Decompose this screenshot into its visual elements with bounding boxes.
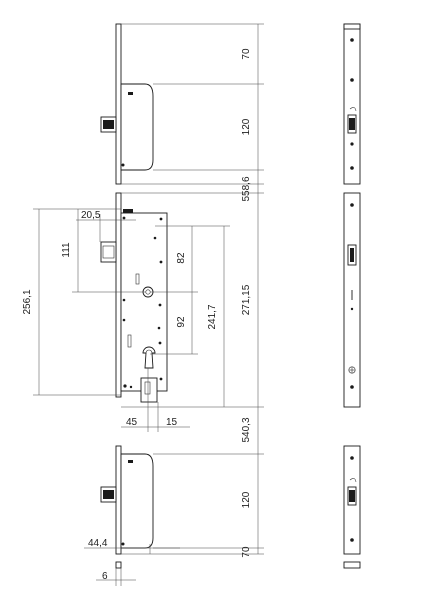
rivet-12 [159, 377, 163, 381]
rivet-7 [122, 318, 126, 322]
dim-faceplate-thickness: 6 [102, 571, 108, 582]
faceplate-strip-bottom [115, 445, 122, 555]
dim-bottom-gap: 120 [241, 491, 252, 508]
rivet-5 [122, 298, 126, 302]
faceplate-end-cap [115, 561, 122, 569]
dim-bottom-section: 70 [241, 546, 252, 558]
front-plate-top [343, 23, 361, 185]
dim-cyl-offset: 15 [166, 417, 178, 428]
dim-handle-zone: 111 [61, 242, 72, 258]
lower-lock-hook-inner [103, 490, 114, 499]
latch-bolt-inner [102, 245, 115, 259]
dim-main-total: 271,15 [241, 284, 252, 315]
upper-lock-dot [121, 163, 125, 167]
upper-lock-body [120, 83, 154, 171]
dim-backset: 45 [126, 417, 138, 428]
dim-top-section: 70 [241, 48, 252, 60]
rivet-6 [158, 303, 162, 307]
dim-main-height: 256,1 [22, 289, 33, 314]
cylinder-cutout-inner [145, 349, 153, 354]
main-top-mark [123, 209, 133, 213]
spring-slot-upper [135, 273, 140, 285]
main-lock-body [120, 212, 168, 392]
rivet-10 [123, 384, 127, 388]
dim-latch-offset: 20,5 [81, 210, 101, 221]
dim-main-to-lower-lock: 540,3 [241, 417, 252, 442]
latch-bolt [100, 241, 117, 263]
dim-follower-to-cyl: 92 [176, 316, 187, 328]
rivet-3 [153, 236, 157, 240]
front-end-cap [343, 561, 361, 569]
spring-slot-lower [127, 334, 132, 348]
rivet-1 [122, 216, 126, 220]
upper-lock-slot [128, 92, 133, 95]
cylinder-slot [144, 381, 151, 395]
front-view [343, 23, 361, 569]
dim-main-lower: 241,7 [207, 304, 218, 329]
rivet-4 [159, 260, 163, 264]
dim-top-gap: 120 [241, 118, 252, 135]
main-lock-tail [140, 377, 158, 403]
dim-main-upper: 82 [176, 252, 187, 264]
dim-upper-lock-to-main: 558,6 [241, 176, 252, 201]
rivet-11 [129, 385, 133, 389]
front-plate-top-cap [343, 23, 361, 30]
rivet-8 [157, 326, 161, 330]
lower-lock-slot [128, 460, 133, 463]
dimension-labels: 70 120 558,6 271,15 241,7 82 92 256,1 11… [22, 48, 252, 582]
upper-lock-hook-inner [103, 120, 114, 129]
rivet-9 [158, 341, 162, 345]
faceplate-strip-top [115, 23, 122, 185]
side-view [100, 23, 168, 569]
dimension-lines [33, 23, 264, 586]
dim-bottom-backset: 44,4 [88, 538, 108, 549]
faceplate-strip-middle [115, 192, 122, 398]
lower-lock-body [120, 453, 154, 549]
lower-lock-dot [121, 542, 125, 546]
rivet-2 [159, 217, 163, 221]
